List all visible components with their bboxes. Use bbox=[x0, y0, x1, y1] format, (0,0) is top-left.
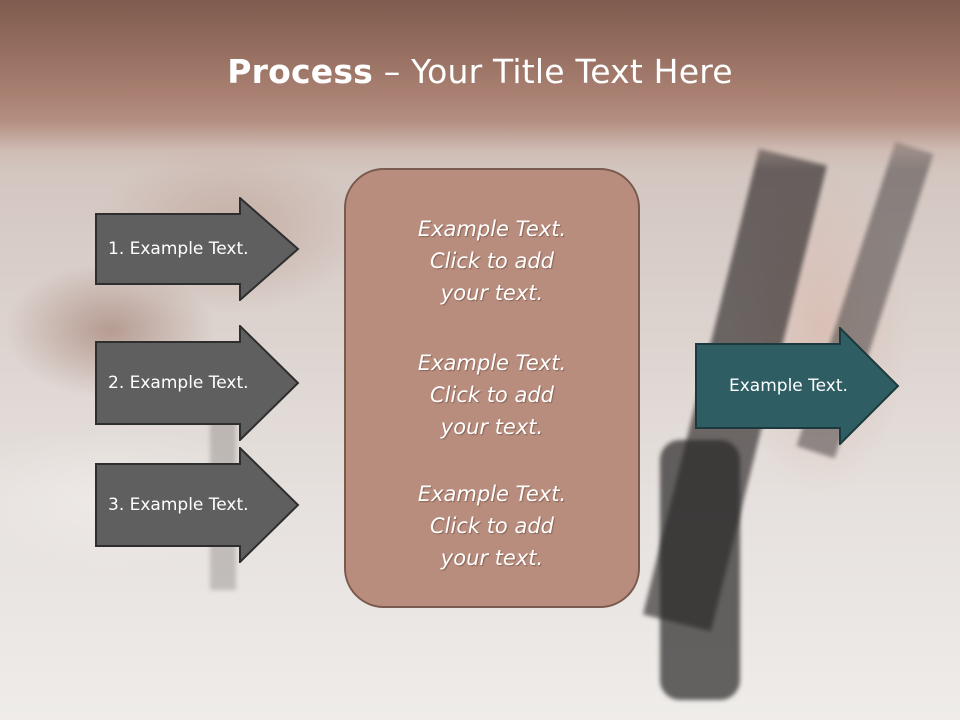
center-block-line: Click to add bbox=[429, 249, 554, 273]
right-arrow-icon bbox=[695, 327, 900, 445]
center-block-1[interactable]: Example Text. Click to add your text. bbox=[344, 213, 640, 309]
center-text-box[interactable] bbox=[344, 168, 640, 608]
step-label-2: 2. Example Text. bbox=[108, 373, 249, 393]
center-block-line: Click to add bbox=[429, 514, 554, 538]
center-block-2[interactable]: Example Text. Click to add your text. bbox=[344, 347, 640, 443]
center-block-line: your text. bbox=[440, 415, 544, 439]
center-block-line: Example Text. bbox=[417, 217, 567, 241]
step-label-3: 3. Example Text. bbox=[108, 495, 249, 515]
right-arrow-icon bbox=[95, 197, 300, 301]
slide-title[interactable]: Process – Your Title Text Here bbox=[0, 52, 960, 91]
center-block-line: your text. bbox=[440, 281, 544, 305]
step-arrow-2[interactable]: 2. Example Text. bbox=[95, 325, 300, 441]
right-arrow-icon bbox=[95, 447, 300, 563]
title-bold: Process bbox=[227, 52, 374, 91]
step-arrow-3[interactable]: 3. Example Text. bbox=[95, 447, 300, 563]
background-chair-leg bbox=[660, 440, 740, 700]
step-arrow-1[interactable]: 1. Example Text. bbox=[95, 197, 300, 301]
center-block-line: Click to add bbox=[429, 383, 554, 407]
title-rest: – Your Title Text Here bbox=[373, 52, 733, 91]
output-label: Example Text. bbox=[729, 376, 848, 396]
center-block-line: your text. bbox=[440, 546, 544, 570]
center-block-line: Example Text. bbox=[417, 482, 567, 506]
title-band bbox=[0, 0, 960, 170]
right-arrow-icon bbox=[95, 325, 300, 441]
step-label-1: 1. Example Text. bbox=[108, 239, 249, 259]
center-block-line: Example Text. bbox=[417, 351, 567, 375]
center-block-3[interactable]: Example Text. Click to add your text. bbox=[344, 478, 640, 574]
output-arrow[interactable]: Example Text. bbox=[695, 327, 900, 445]
